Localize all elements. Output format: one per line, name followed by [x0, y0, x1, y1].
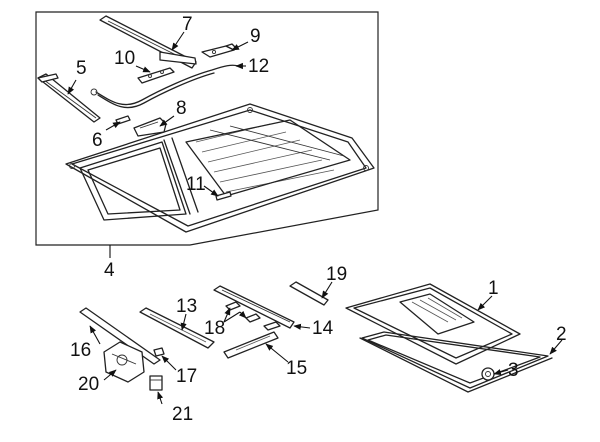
- callout-12: 12: [248, 56, 269, 77]
- part-1-glass-panel: [345, 283, 521, 365]
- part-3-knob: [481, 367, 495, 381]
- part-8-drive-bracket: [133, 117, 167, 137]
- part-12-cable: [90, 64, 239, 109]
- part-9-bracket: [201, 43, 237, 58]
- callout-14: 14: [312, 318, 334, 339]
- part-10-link: [137, 67, 175, 84]
- callout-7: 7: [182, 14, 193, 35]
- callout-15: 15: [286, 358, 307, 379]
- part-2-seal-frame: [359, 331, 553, 393]
- part-11-tab: [215, 191, 232, 201]
- callout-2: 2: [556, 324, 567, 345]
- callout-9: 9: [250, 26, 261, 47]
- callout-8: 8: [176, 98, 187, 119]
- callout-19: 19: [326, 264, 347, 285]
- callout-3: 3: [508, 360, 519, 381]
- callout-5: 5: [76, 58, 87, 79]
- part-5-side-rail: [37, 73, 101, 123]
- callout-17: 17: [176, 366, 197, 387]
- callout-11: 11: [186, 174, 206, 195]
- callout-16: 16: [70, 340, 91, 361]
- assembly-frame: [35, 11, 379, 258]
- part-17-clip: [153, 347, 165, 357]
- callout-10: 10: [114, 48, 135, 69]
- callout-18: 18: [204, 318, 225, 339]
- callout-4: 4: [104, 260, 115, 281]
- part-21-plug: [149, 375, 163, 391]
- part-18-clips: [225, 301, 281, 331]
- callout-21: 21: [172, 404, 193, 425]
- callout-13: 13: [176, 296, 197, 317]
- callout-20: 20: [78, 374, 99, 395]
- part-14-rail: [213, 285, 295, 329]
- sunroof-frame-housing: [65, 103, 375, 233]
- part-19-deflector: [289, 281, 329, 306]
- part-15-rail: [223, 331, 279, 359]
- part-7-front-rail: [99, 15, 197, 69]
- part-13-guide: [139, 307, 215, 349]
- leaders: [67, 31, 563, 405]
- callout-6: 6: [92, 130, 103, 151]
- callout-1: 1: [488, 278, 499, 299]
